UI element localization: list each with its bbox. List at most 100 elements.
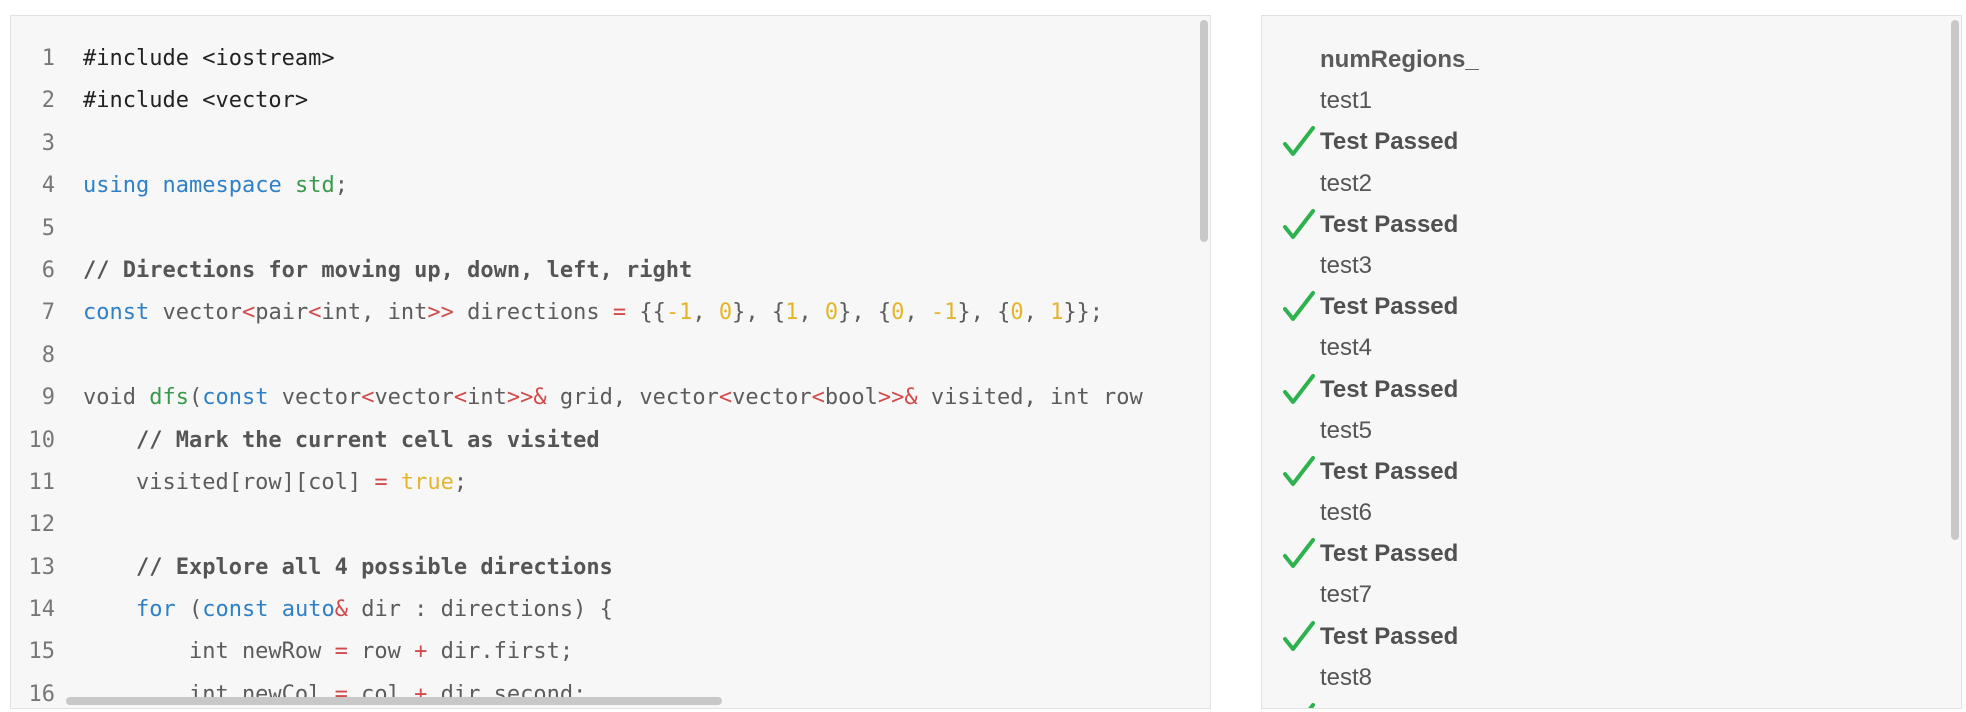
code-token: }}; [1063,300,1104,326]
code-line[interactable]: 2#include <vector> [11,80,1210,122]
code-token: }, { [732,300,786,326]
line-number: 1 [41,46,55,71]
code-line[interactable]: 11 visited[row][col] = true; [11,462,1210,504]
line-number: 7 [41,300,55,326]
line-text: // Mark the current cell as visited [83,420,600,462]
code-token: #include <vector> [83,88,309,114]
result-label: Test Passed [1320,622,1459,650]
result-label: Test Passed [1320,128,1459,156]
code-token: 0 [1010,300,1024,326]
code-token: ; [453,469,468,495]
editor-vertical-scrollbar[interactable] [1200,20,1208,242]
code-token: = [334,639,348,665]
results-vertical-scrollbar[interactable] [1951,20,1959,540]
code-token: const [202,385,269,411]
code-token: auto [281,597,335,623]
checkmark-icon [1283,455,1315,486]
line-number: 3 [41,130,55,156]
checkmark-icon [1283,208,1315,239]
line-number: 9 [41,385,55,411]
code-token: grid, vector [546,385,719,411]
test-name-row: test1 [1262,80,1961,121]
code-token: = [374,469,388,495]
line-number: 8 [41,342,55,368]
line-text: for (const auto& dir : directions) { [83,589,613,631]
code-token: 0 [824,300,839,326]
test-passed-row: Test Passed [1262,533,1961,574]
checkmark-icon [1283,126,1315,157]
code-token: using [83,173,150,199]
test-passed-row [1262,698,1961,708]
code-token: }, { [957,300,1011,326]
checkmark-icon [1283,373,1315,404]
test-passed-row: Test Passed [1262,121,1961,162]
code-line[interactable]: 7 const vector<pair<int, int>> directions… [11,292,1210,334]
line-number: 12 [28,512,56,538]
code-token: row [347,639,415,665]
checkmark-icon [1308,703,1315,708]
code-token: 1 [785,300,799,326]
code-token: for [135,597,176,623]
code-line[interactable]: 3 [11,123,1210,165]
code-line[interactable]: 12 [11,504,1210,546]
code-line[interactable]: 6 // Directions for moving up, down, left… [11,250,1210,292]
code-line[interactable]: 10 // Mark the current cell as visited [11,420,1210,462]
line-text: #include <vector> [83,80,308,122]
code-token: visited[row][col] [83,469,375,495]
result-label: test1 [1320,87,1373,115]
code-token: // Explore all 4 possible directions [83,554,613,580]
code-token: < [308,300,322,326]
code-token: vector [374,385,454,411]
code-token: // Directions for moving up, down, left,… [83,257,693,283]
test-suite-title: numRegions_ [1262,39,1961,80]
code-line[interactable]: 13 // Explore all 4 possible directions [11,547,1210,589]
code-token: < [361,385,375,411]
test-passed-row: Test Passed [1262,451,1961,492]
line-number: 16 [28,681,56,707]
line-number: 13 [28,554,56,580]
code-editor[interactable]: 1 #include <iostream> 2#include <vector> 3 4… [10,15,1211,709]
result-label: test3 [1320,251,1373,279]
code-token: namespace [162,173,282,199]
result-label: test5 [1320,416,1373,444]
code-token: pair [255,300,309,326]
checkmark-icon [1283,620,1315,651]
code-token: vector [149,300,242,326]
test-name-row: test4 [1262,327,1961,368]
code-token: true [400,469,454,495]
code-token: < [241,300,256,326]
line-number: 6 [41,257,55,283]
line-text: using namespace std; [83,165,348,207]
code-lines: 1 #include <iostream> 2#include <vector> 3 4… [11,38,1210,708]
line-number: 5 [41,215,55,241]
code-token: #include <iostream> [83,46,335,71]
code-line[interactable]: 14 for (const auto& dir : directions) { [11,589,1210,631]
line-text: void dfs(const vector<vector<int>>& grid… [83,377,1143,419]
line-text: const vector<pair<int, int>> directions … [83,292,1103,334]
code-line[interactable]: 8 [11,335,1210,377]
line-text: int newRow = row + dir.first; [83,631,573,673]
code-line[interactable]: 5 [11,208,1210,250]
code-token: -1 [930,300,958,326]
code-line[interactable]: 15 int newRow = row + dir.first; [11,631,1210,673]
editor-horizontal-scrollbar[interactable] [66,697,722,705]
line-text: // Explore all 4 possible directions [83,547,613,589]
test-name-row: test8 [1262,657,1961,698]
code-token: , [904,300,931,326]
line-number: 15 [28,639,56,665]
code-token: , [1023,300,1051,326]
code-token: vector [268,385,362,411]
line-text: #include <iostream> [83,38,335,80]
code-token: >>& [877,385,918,411]
code-line[interactable]: 1 #include <iostream> [11,38,1210,80]
code-token: }, { [838,300,892,326]
test-passed-row: Test Passed [1262,369,1961,410]
code-token: < [453,385,468,411]
code-token [268,597,281,622]
code-token: void [83,385,150,411]
test-passed-row: Test Passed [1262,204,1961,245]
code-line[interactable]: 9 void dfs(const vector<vector<int>>& gri… [11,377,1210,419]
